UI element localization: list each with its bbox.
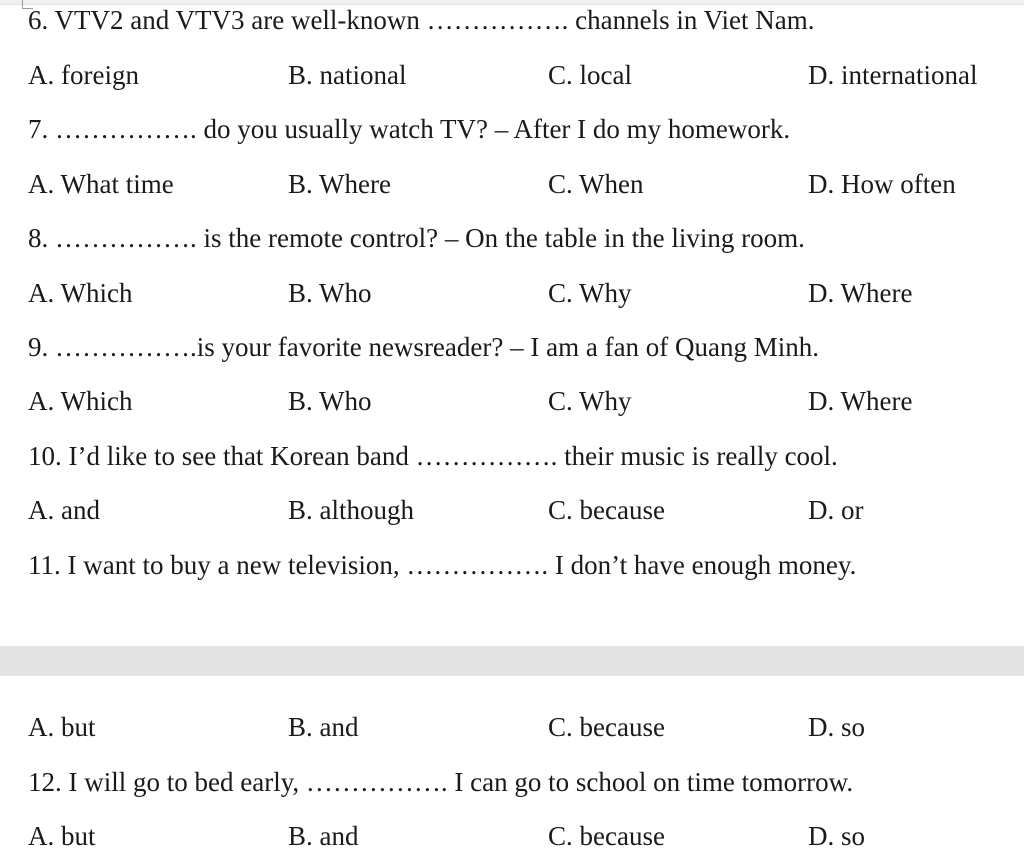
- option-d: D. or: [808, 495, 864, 525]
- option-c: C. local: [548, 60, 632, 90]
- option-b: B. national: [288, 60, 407, 90]
- question-10-options: A. and B. although C. because D. or: [0, 490, 1024, 530]
- option-a: A. What time: [28, 169, 174, 199]
- option-d: D. Where: [808, 278, 913, 308]
- question-6-options: A. foreign B. national C. local D. inter…: [0, 55, 1024, 95]
- option-d: D. Where: [808, 386, 913, 416]
- option-d: D. so: [808, 712, 866, 742]
- question-9-options: A. Which B. Who C. Why D. Where: [0, 381, 1024, 421]
- question-12: 12. I will go to bed early, ……………. I can…: [0, 762, 1024, 802]
- question-11-options: A. but B. and C. because D. so: [0, 707, 1024, 747]
- option-b: B. Who: [288, 386, 372, 416]
- question-8-options: A. Which B. Who C. Why D. Where: [0, 273, 1024, 313]
- question-8: 8. ……………. is the remote control? – On th…: [0, 218, 1024, 258]
- question-6: 6. VTV2 and VTV3 are well-known ……………. c…: [0, 0, 1024, 40]
- option-b: B. and: [288, 712, 359, 742]
- option-c: C. because: [548, 712, 665, 742]
- option-a: A. but: [28, 712, 96, 742]
- option-a: A. Which: [28, 386, 133, 416]
- question-text: 9. …………….is your favorite newsreader? – …: [28, 332, 820, 362]
- option-a: A. but: [28, 821, 96, 851]
- question-text: 8. ……………. is the remote control? – On th…: [28, 223, 805, 253]
- page-break: [0, 646, 1024, 676]
- page-top-edge: [0, 0, 1024, 5]
- question-text: 6. VTV2 and VTV3 are well-known ……………. c…: [28, 5, 815, 35]
- option-c: C. Why: [548, 278, 632, 308]
- question-12-options: A. but B. and C. because D. so: [0, 816, 1024, 856]
- option-c: C. Why: [548, 386, 632, 416]
- question-11: 11. I want to buy a new television, ……………: [0, 545, 1024, 585]
- option-c: C. because: [548, 495, 665, 525]
- question-7: 7. ……………. do you usually watch TV? – Aft…: [0, 109, 1024, 149]
- option-c: C. because: [548, 821, 665, 851]
- option-d: D. international: [808, 60, 978, 90]
- question-text: 7. ……………. do you usually watch TV? – Aft…: [28, 114, 791, 144]
- page-corner-mark: [22, 0, 33, 9]
- option-d: D. How often: [808, 169, 956, 199]
- question-9: 9. …………….is your favorite newsreader? – …: [0, 327, 1024, 367]
- option-a: A. Which: [28, 278, 133, 308]
- question-10: 10. I’d like to see that Korean band …………: [0, 436, 1024, 476]
- option-b: B. Where: [288, 169, 391, 199]
- option-b: B. although: [288, 495, 414, 525]
- option-b: B. Who: [288, 278, 372, 308]
- option-a: A. foreign: [28, 60, 139, 90]
- question-text: 11. I want to buy a new television, ……………: [28, 550, 857, 580]
- question-7-options: A. What time B. Where C. When D. How oft…: [0, 164, 1024, 204]
- option-c: C. When: [548, 169, 644, 199]
- question-text: 10. I’d like to see that Korean band …………: [28, 441, 838, 471]
- question-text: 12. I will go to bed early, ……………. I can…: [28, 767, 854, 797]
- option-d: D. so: [808, 821, 866, 851]
- option-a: A. and: [28, 495, 100, 525]
- option-b: B. and: [288, 821, 359, 851]
